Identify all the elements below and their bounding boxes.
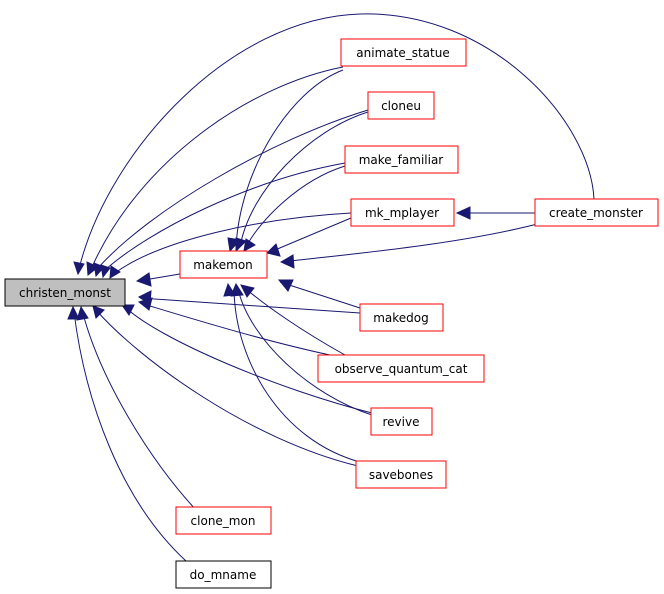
arrowhead [76,305,89,321]
node-mk_mplayer[interactable]: mk_mplayer [350,198,455,227]
node-clone_mon[interactable]: clone_mon [175,506,272,535]
node-do_mname[interactable]: do_mname [175,560,272,589]
edge-clone_mon-to-christen_monst [81,309,197,511]
node-observe_quantum_cat[interactable]: observe_quantum_cat [317,354,485,383]
edge-animate_statue-to-christen_monst [91,66,344,268]
node-label: savebones [369,468,433,482]
arrowhead [455,206,471,220]
edge-mk_mplayer-to-christen_monst [114,212,352,274]
arrowhead [86,261,99,276]
node-savebones[interactable]: savebones [355,460,447,489]
nodes-layer: christen_monst makemon animate_statue cl… [4,38,659,589]
arrowhead [109,265,121,279]
edge-mk_mplayer-to-makemon [274,217,352,251]
edge-revive-to-makemon [237,288,373,416]
node-christen_monst[interactable]: christen_monst [4,278,126,307]
arrowhead [223,282,236,297]
edge-animate_statue-to-makemon [235,69,344,248]
node-make_familiar[interactable]: make_familiar [344,145,459,174]
node-label: do_mname [190,568,257,582]
arrowhead [266,243,281,257]
edge-do_mname-to-christen_monst [73,311,187,562]
arrowhead [121,304,135,316]
arrowhead [67,305,80,320]
edge-make_familiar-to-christen_monst [104,162,346,271]
node-label: cloneu [381,99,421,113]
node-label: mk_mplayer [365,206,439,220]
arrowhead [73,261,85,276]
arrowhead [135,272,152,287]
node-label: makemon [193,258,253,272]
arrowhead [100,264,111,279]
edge-create_monster-to-makemon [281,221,546,263]
edge-observe_quantum_cat-to-makemon [245,288,346,356]
edge-savebones-to-makemon [233,288,361,463]
arrowhead [277,279,294,292]
node-label: makedog [373,311,429,325]
node-makemon[interactable]: makemon [179,250,268,279]
node-makedog[interactable]: makedog [359,303,444,332]
node-label: animate_statue [356,46,449,60]
node-label: observe_quantum_cat [335,362,468,376]
arrowhead [279,254,295,269]
edge-cloneu-to-christen_monst [97,109,369,269]
arrowhead [92,305,105,319]
edge-cloneu-to-makemon [239,111,369,248]
edge-make_familiar-to-makemon [245,165,346,248]
node-label: clone_mon [191,514,256,528]
node-create_monster[interactable]: create_monster [534,198,659,227]
node-label: create_monster [549,206,643,220]
edge-observe_quantum_cat-to-christen_monst [139,302,331,356]
node-cloneu[interactable]: cloneu [367,91,435,120]
arrowhead [235,237,247,253]
arrowhead [137,297,153,311]
edge-makedog-to-christen_monst [139,297,361,314]
edge-makedog-to-makemon [279,281,361,309]
node-label: revive [383,415,420,429]
node-label: christen_monst [19,286,111,300]
edge-revive-to-christen_monst [124,306,373,414]
node-label: make_familiar [359,153,444,167]
node-revive[interactable]: revive [370,407,433,436]
node-animate_statue[interactable]: animate_statue [340,38,467,67]
edges-layer [67,13,595,562]
edge-savebones-to-christen_monst [95,309,359,467]
arrowhead [243,238,256,252]
arrowhead [240,284,255,298]
edge-create_monster-to-christen_monst [79,13,595,266]
